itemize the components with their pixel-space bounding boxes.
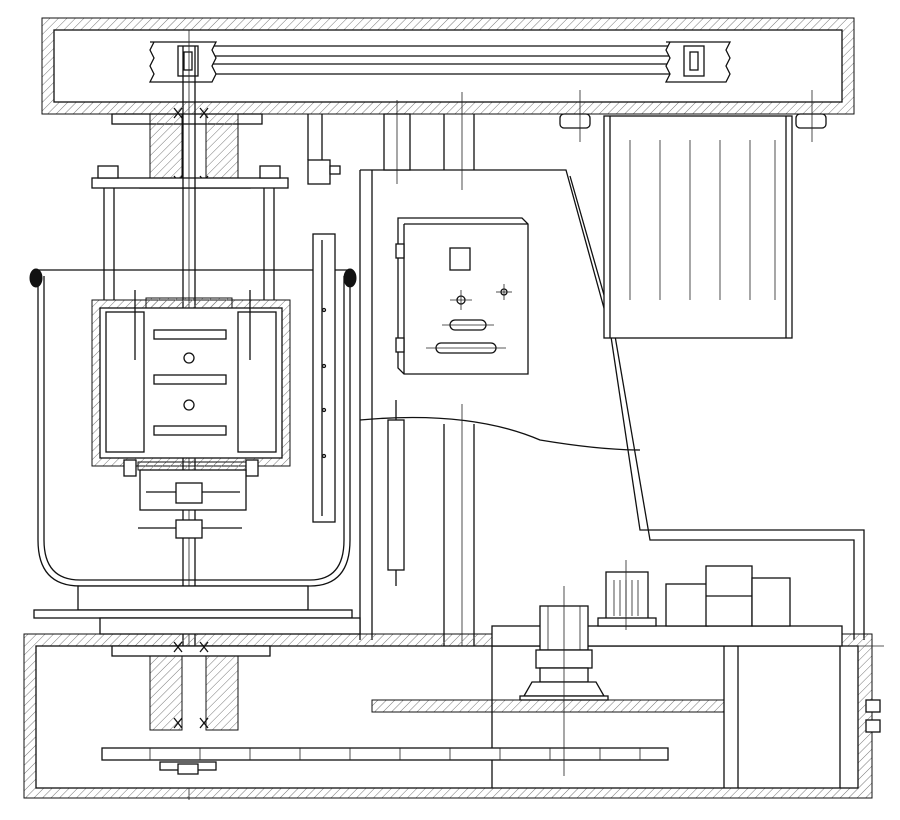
bearing-housing-top xyxy=(111,107,263,189)
top-beam-housing xyxy=(41,17,855,115)
lift-gear-motor xyxy=(519,586,609,776)
probe-tube xyxy=(307,114,341,523)
right-pulley xyxy=(664,41,732,83)
control-box xyxy=(395,217,529,375)
pump-unit xyxy=(665,565,791,627)
aux-motor xyxy=(597,560,657,630)
lifting-frame xyxy=(359,92,865,720)
tie-rod-plate xyxy=(91,165,289,300)
mixing-vessel xyxy=(29,268,357,619)
disperser-head xyxy=(91,290,291,539)
drive-belt xyxy=(160,45,722,75)
bearing-housing-bottom xyxy=(111,641,271,731)
top-motor xyxy=(559,90,827,339)
lower-chain-sprocket xyxy=(101,747,669,775)
